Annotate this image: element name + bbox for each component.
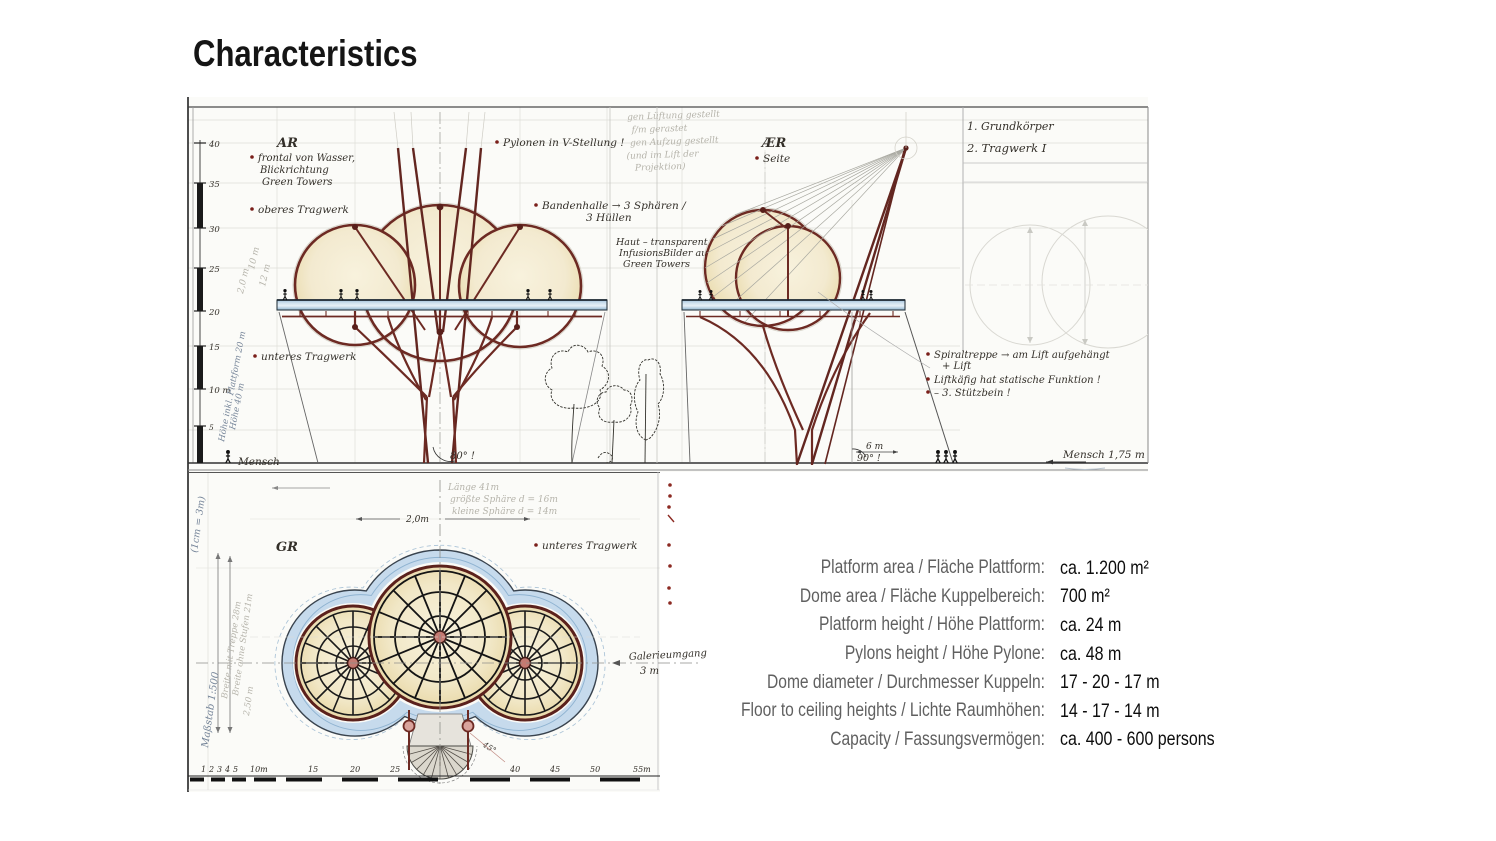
svg-text:Bandenhalle → 3 Sphären /: Bandenhalle → 3 Sphären /: [541, 200, 687, 212]
page-title: Characteristics: [193, 33, 418, 74]
svg-text:ÆR: ÆR: [760, 136, 786, 151]
svg-text:+ Lift: + Lift: [942, 361, 972, 372]
svg-text:Mensch 1,75 m: Mensch 1,75 m: [1062, 449, 1145, 461]
svg-text:Projektion): Projektion): [634, 161, 686, 174]
svg-text:15: 15: [209, 343, 220, 353]
svg-text:20: 20: [208, 308, 220, 318]
front-elevation: AR frontal von Wasser, Blickrichtung Gre…: [225, 111, 712, 468]
spec-row: Pylons height / Höhe Pylone: ca. 48 m: [610, 640, 1370, 669]
svg-text:5: 5: [209, 423, 214, 432]
svg-text:f/m gerastet: f/m gerastet: [630, 124, 687, 136]
spec-label: Platform height / Höhe Plattform:: [818, 614, 1045, 636]
svg-text:Länge 41m: Länge 41m: [447, 483, 499, 493]
svg-text:55m: 55m: [633, 765, 651, 774]
svg-text:80° !: 80° !: [450, 451, 475, 462]
svg-text:frontal von Wasser,: frontal von Wasser,: [257, 153, 355, 164]
svg-text:2,0m: 2,0m: [405, 515, 429, 525]
svg-text:10m: 10m: [250, 765, 268, 774]
spec-label: Capacity / Fassungsvermögen:: [830, 728, 1045, 750]
svg-text:AR: AR: [275, 136, 298, 151]
svg-text:– 3. Stützbein !: – 3. Stützbein !: [934, 388, 1011, 399]
svg-text:3 Hüllen: 3 Hüllen: [586, 212, 632, 224]
spec-row: Dome area / Fläche Kuppelbereich: 700 m²: [610, 583, 1370, 612]
svg-text:Seite: Seite: [763, 153, 790, 165]
svg-text:(und im Lift der: (und im Lift der: [626, 148, 699, 162]
spec-table: Platform area / Fläche Plattform: ca. 1.2…: [610, 554, 1370, 754]
spec-row: Capacity / Fassungsvermögen: ca. 400 - 60…: [610, 726, 1370, 755]
svg-text:3 m: 3 m: [640, 666, 659, 677]
spec-row: Dome diameter / Durchmesser Kuppeln: 17 -…: [610, 668, 1370, 697]
svg-text:größte Sphäre d = 16m: größte Sphäre d = 16m: [450, 495, 558, 505]
svg-text:Green Towers: Green Towers: [262, 177, 333, 188]
side-elevation: 90° ! 6 m Mensch 1,75 m ÆR Seite gen Lüf…: [626, 110, 1148, 470]
svg-text:gen Lüftung gestellt: gen Lüftung gestellt: [627, 110, 720, 123]
svg-text:90° !: 90° !: [857, 453, 881, 464]
svg-text:Galerieumgang: Galerieumgang: [629, 648, 708, 663]
svg-text:45: 45: [549, 765, 560, 774]
spec-value: ca. 1.200 m²: [1060, 556, 1149, 579]
spec-value: 700 m²: [1060, 585, 1110, 608]
spec-label: Dome area / Fläche Kuppelbereich:: [799, 585, 1045, 607]
plan-scale-bar: 1 2 3 4 5 10m 15 20 25 40 45 50 55m: [188, 765, 660, 782]
svg-text:25: 25: [208, 265, 220, 275]
spec-row: Platform height / Höhe Plattform: ca. 24 …: [610, 611, 1370, 640]
spec-label: Dome diameter / Durchmesser Kuppeln:: [767, 671, 1045, 693]
spec-row: Platform area / Fläche Plattform: ca. 1.2…: [610, 554, 1370, 583]
svg-text:35: 35: [209, 180, 220, 190]
pencil-diagram: [965, 215, 1148, 349]
svg-text:Haut – transparent,: Haut – transparent,: [615, 237, 711, 248]
trees: [544, 344, 665, 464]
svg-text:5: 5: [233, 765, 238, 774]
spec-label: Floor to ceiling heights / Lichte Raumhö…: [741, 700, 1045, 722]
svg-text:oberes Tragwerk: oberes Tragwerk: [258, 204, 349, 216]
svg-text:2. Tragwerk I: 2. Tragwerk I: [966, 141, 1047, 155]
svg-text:15: 15: [308, 765, 318, 774]
svg-text:Pylonen in V-Stellung !: Pylonen in V-Stellung !: [502, 137, 625, 149]
svg-text:25: 25: [389, 765, 400, 774]
svg-text:20: 20: [349, 765, 360, 774]
spec-value: ca. 24 m: [1060, 613, 1122, 636]
svg-text:1: 1: [201, 765, 206, 774]
svg-text:6 m: 6 m: [866, 442, 883, 452]
svg-text:Mensch: Mensch: [237, 456, 280, 468]
svg-text:10 m: 10 m: [209, 386, 231, 396]
spec-value: 14 - 17 - 14 m: [1060, 699, 1160, 722]
svg-text:GR: GR: [276, 540, 298, 555]
svg-text:2: 2: [208, 765, 214, 774]
svg-text:40: 40: [208, 140, 220, 150]
svg-text:2,50 m: 2,50 m: [242, 686, 256, 718]
sketch-canvas: 40 35 30 25 20 15 10 m 5 10 m 12 m 2,0 m…: [187, 97, 1150, 792]
spec-label: Pylons height / Höhe Pylone:: [844, 643, 1045, 665]
spec-label: Platform area / Fläche Plattform:: [820, 557, 1045, 579]
svg-text:Green Towers: Green Towers: [623, 259, 690, 270]
svg-text:unteres Tragwerk: unteres Tragwerk: [542, 540, 638, 552]
svg-text:Liftkäfig hat statische Funkti: Liftkäfig hat statische Funktion !: [933, 375, 1101, 386]
svg-text:kleine Sphäre d = 14m: kleine Sphäre d = 14m: [452, 507, 557, 517]
svg-text:InfusionsBilder auf: InfusionsBilder auf: [618, 248, 712, 259]
svg-text:1. Grundkörper: 1. Grundkörper: [967, 120, 1054, 133]
svg-text:unteres Tragwerk: unteres Tragwerk: [261, 351, 357, 363]
svg-text:Blickrichtung: Blickrichtung: [259, 165, 329, 176]
spec-value: 17 - 20 - 17 m: [1060, 671, 1160, 694]
svg-text:4: 4: [224, 765, 230, 774]
svg-text:gen Aufzug gestellt: gen Aufzug gestellt: [630, 136, 719, 149]
plan-dim-left: [217, 553, 231, 733]
svg-text:40: 40: [509, 765, 520, 774]
svg-text:30: 30: [209, 225, 220, 235]
red-dots: [667, 483, 672, 605]
svg-text:3: 3: [217, 765, 222, 774]
spec-row: Floor to ceiling heights / Lichte Raumhö…: [610, 697, 1370, 726]
svg-text:50: 50: [590, 765, 600, 774]
spec-value: ca. 48 m: [1060, 642, 1122, 665]
spec-value: ca. 400 - 600 persons: [1060, 728, 1215, 751]
svg-text:Spiraltreppe → am Lift aufge: Spiraltreppe → am Lift aufgehängt: [934, 350, 1111, 361]
